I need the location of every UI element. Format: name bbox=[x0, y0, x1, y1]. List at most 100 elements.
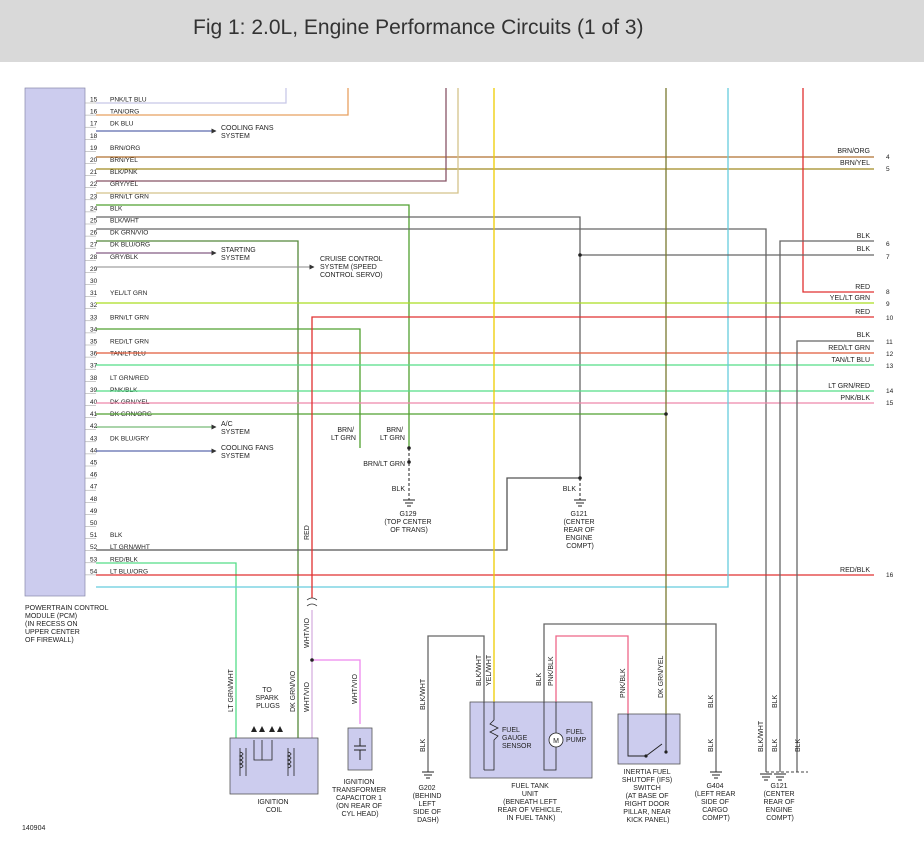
coil-winding-right bbox=[286, 748, 295, 776]
junction-dot bbox=[407, 446, 411, 450]
junction-dot bbox=[407, 460, 411, 464]
ifs-switch-box bbox=[617, 713, 681, 765]
vlabel-blk-g121-b: BLK bbox=[772, 738, 779, 752]
coil-winding-left bbox=[238, 748, 247, 776]
label-g121-mid: G121 (CENTER REAR OF ENGINE COMPT) bbox=[563, 511, 596, 550]
pcm-pin-wire-label: LT BLU/ORG bbox=[110, 568, 148, 575]
label-p16: RED/BLK bbox=[840, 567, 870, 574]
fuel-pump-wires bbox=[543, 702, 557, 771]
connector-break bbox=[306, 597, 318, 607]
pcm-pin-number: 52 bbox=[90, 544, 98, 551]
wire-blk-11 bbox=[796, 340, 874, 772]
ground-g121-icon bbox=[760, 773, 786, 781]
wire-ltblu-org bbox=[96, 88, 729, 588]
label-p7: BLK bbox=[857, 246, 871, 253]
pcm-pin-number: 22 bbox=[90, 181, 98, 188]
label-p5: BRN/YEL bbox=[840, 160, 870, 167]
label-g121-mid-blk: BLK bbox=[563, 486, 577, 493]
pcm-pin-number: 18 bbox=[90, 133, 98, 140]
pcm-pin-wire-label: DK BLU/ORG bbox=[110, 242, 150, 249]
vlabel-blk-wht-ft: BLK/WHT bbox=[476, 654, 483, 686]
ifs-contact-icon bbox=[644, 754, 648, 758]
pcm-pin-number: 17 bbox=[90, 121, 98, 128]
pcm-pin-wire-label: BRN/ORG bbox=[110, 145, 140, 152]
label-ifs-switch: INERTIA FUEL SHUTOFF (IFS) SWITCH (AT BA… bbox=[622, 769, 674, 824]
pcm-pin-wire-label: GRY/BLK bbox=[110, 254, 139, 261]
wire-blk-51 bbox=[96, 477, 580, 551]
pcm-pin-number: 16 bbox=[90, 109, 98, 116]
wire-red-coil bbox=[311, 316, 874, 598]
fuel-tank-unit-box bbox=[469, 701, 593, 779]
pcm-pin-number: 27 bbox=[90, 242, 98, 249]
right-connector-pin: 5 bbox=[886, 166, 890, 173]
wire-blk-ft bbox=[543, 623, 717, 772]
ground-g404-icon bbox=[710, 771, 722, 779]
label-red-top: RED bbox=[855, 284, 870, 291]
label-g129: G129 (TOP CENTER OF TRANS) bbox=[384, 511, 433, 534]
pcm-pin-number: 24 bbox=[90, 205, 98, 212]
label-ac: A/C SYSTEM bbox=[221, 421, 250, 436]
vlabel-wht-vio-b: WHT/VIO bbox=[304, 682, 311, 712]
wire-wht-vio-cap bbox=[312, 659, 361, 724]
label-p9: YEL/LT GRN bbox=[830, 295, 870, 302]
pcm-pin-wire-label: PNK/LT BLU bbox=[110, 97, 147, 104]
right-connector-pin: 13 bbox=[886, 363, 894, 370]
label-starting: STARTING SYSTEM bbox=[221, 247, 258, 262]
pcm-pin-number: 34 bbox=[90, 326, 98, 333]
right-connector-pin: 15 bbox=[886, 400, 894, 407]
pcm-pin-wire-label: LT GRN/RED bbox=[110, 375, 149, 382]
figure-number: 140904 bbox=[22, 825, 45, 832]
wiring-static bbox=[96, 88, 874, 772]
label-fuel-tank-unit: FUEL TANK UNIT (BENEATH LEFT REAR OF VEH… bbox=[498, 783, 565, 822]
pcm-pin-number: 40 bbox=[90, 399, 98, 406]
wire-brn-ltgrn-23 bbox=[96, 204, 410, 448]
pcm-pin-wire-label: BRN/YEL bbox=[110, 157, 138, 164]
ground-g129-symbol bbox=[403, 499, 415, 507]
label-transformer: IGNITION TRANSFORMER CAPACITOR 1 (ON REA… bbox=[332, 779, 388, 818]
pcm-pin-number: 46 bbox=[90, 472, 98, 479]
pcm-pin-wire-label: TAN/ORG bbox=[110, 109, 139, 116]
label-g121-bottom: G121 (CENTER REAR OF ENGINE COMPT) bbox=[763, 783, 796, 822]
pcm-pin-number: 47 bbox=[90, 484, 98, 491]
right-connector-pin: 12 bbox=[886, 351, 894, 358]
pcm-pin-wire-label: BLK/PNK bbox=[110, 169, 138, 176]
pcm-pin-wire-label: BLK bbox=[110, 532, 123, 539]
vlabel-pnk-blk-ifs: PNK/BLK bbox=[620, 668, 627, 698]
pcm-pin-number: 29 bbox=[90, 266, 98, 273]
title-bar: Fig 1: 2.0L, Engine Performance Circuits… bbox=[0, 0, 924, 62]
wire-dkgrn-vio bbox=[96, 240, 299, 738]
pcm-pin-number: 38 bbox=[90, 375, 98, 382]
wire-pnk-ltblu bbox=[96, 88, 287, 104]
vlabel-blk-g121-c: BLK bbox=[795, 738, 802, 752]
label-p4: BRN/ORG bbox=[837, 148, 870, 155]
ifs-contact-icon bbox=[664, 750, 668, 754]
ground-g202-icon bbox=[422, 771, 434, 779]
label-g404: G404 (LEFT REAR SIDE OF CARGO COMPT) bbox=[695, 783, 738, 822]
ifs-switch-icon bbox=[627, 714, 667, 757]
pcm-pin-number: 25 bbox=[90, 218, 98, 225]
pcm-pin-number: 53 bbox=[90, 556, 98, 563]
pcm-pin-number: 33 bbox=[90, 314, 98, 321]
vlabel-blk-wht-g121: BLK/WHT bbox=[758, 720, 765, 752]
pcm-pin-number: 36 bbox=[90, 351, 98, 358]
label-blk11: BLK bbox=[857, 332, 871, 339]
vlabel-wht-vio-c: WHT/VIO bbox=[352, 674, 359, 704]
ground-g121-mid bbox=[574, 499, 586, 507]
junction-dot bbox=[664, 412, 668, 416]
spark-arrow-icon bbox=[269, 726, 275, 732]
pcm-label: POWERTRAIN CONTROL MODULE (PCM) (IN RECE… bbox=[25, 605, 110, 644]
pcm-pin-number: 41 bbox=[90, 411, 98, 418]
right-connector-pin: 16 bbox=[886, 572, 894, 579]
vlabel-dk-grn-vio: DK GRN/VIO bbox=[290, 670, 297, 712]
label-p13: TAN/LT BLU bbox=[831, 357, 870, 364]
wire-blk-6 bbox=[779, 240, 874, 772]
ground-g121-mid-symbol bbox=[574, 499, 586, 507]
right-connector-pin: 10 bbox=[886, 315, 894, 322]
pcm-pin-number: 28 bbox=[90, 254, 98, 261]
pcm-pin-number: 51 bbox=[90, 532, 98, 539]
label-to-spark-plugs: TO SPARK PLUGS bbox=[255, 687, 280, 710]
pcm-pin-number: 39 bbox=[90, 387, 98, 394]
label-p12: RED/LT GRN bbox=[828, 345, 870, 352]
right-connector-pin: 11 bbox=[886, 339, 893, 346]
